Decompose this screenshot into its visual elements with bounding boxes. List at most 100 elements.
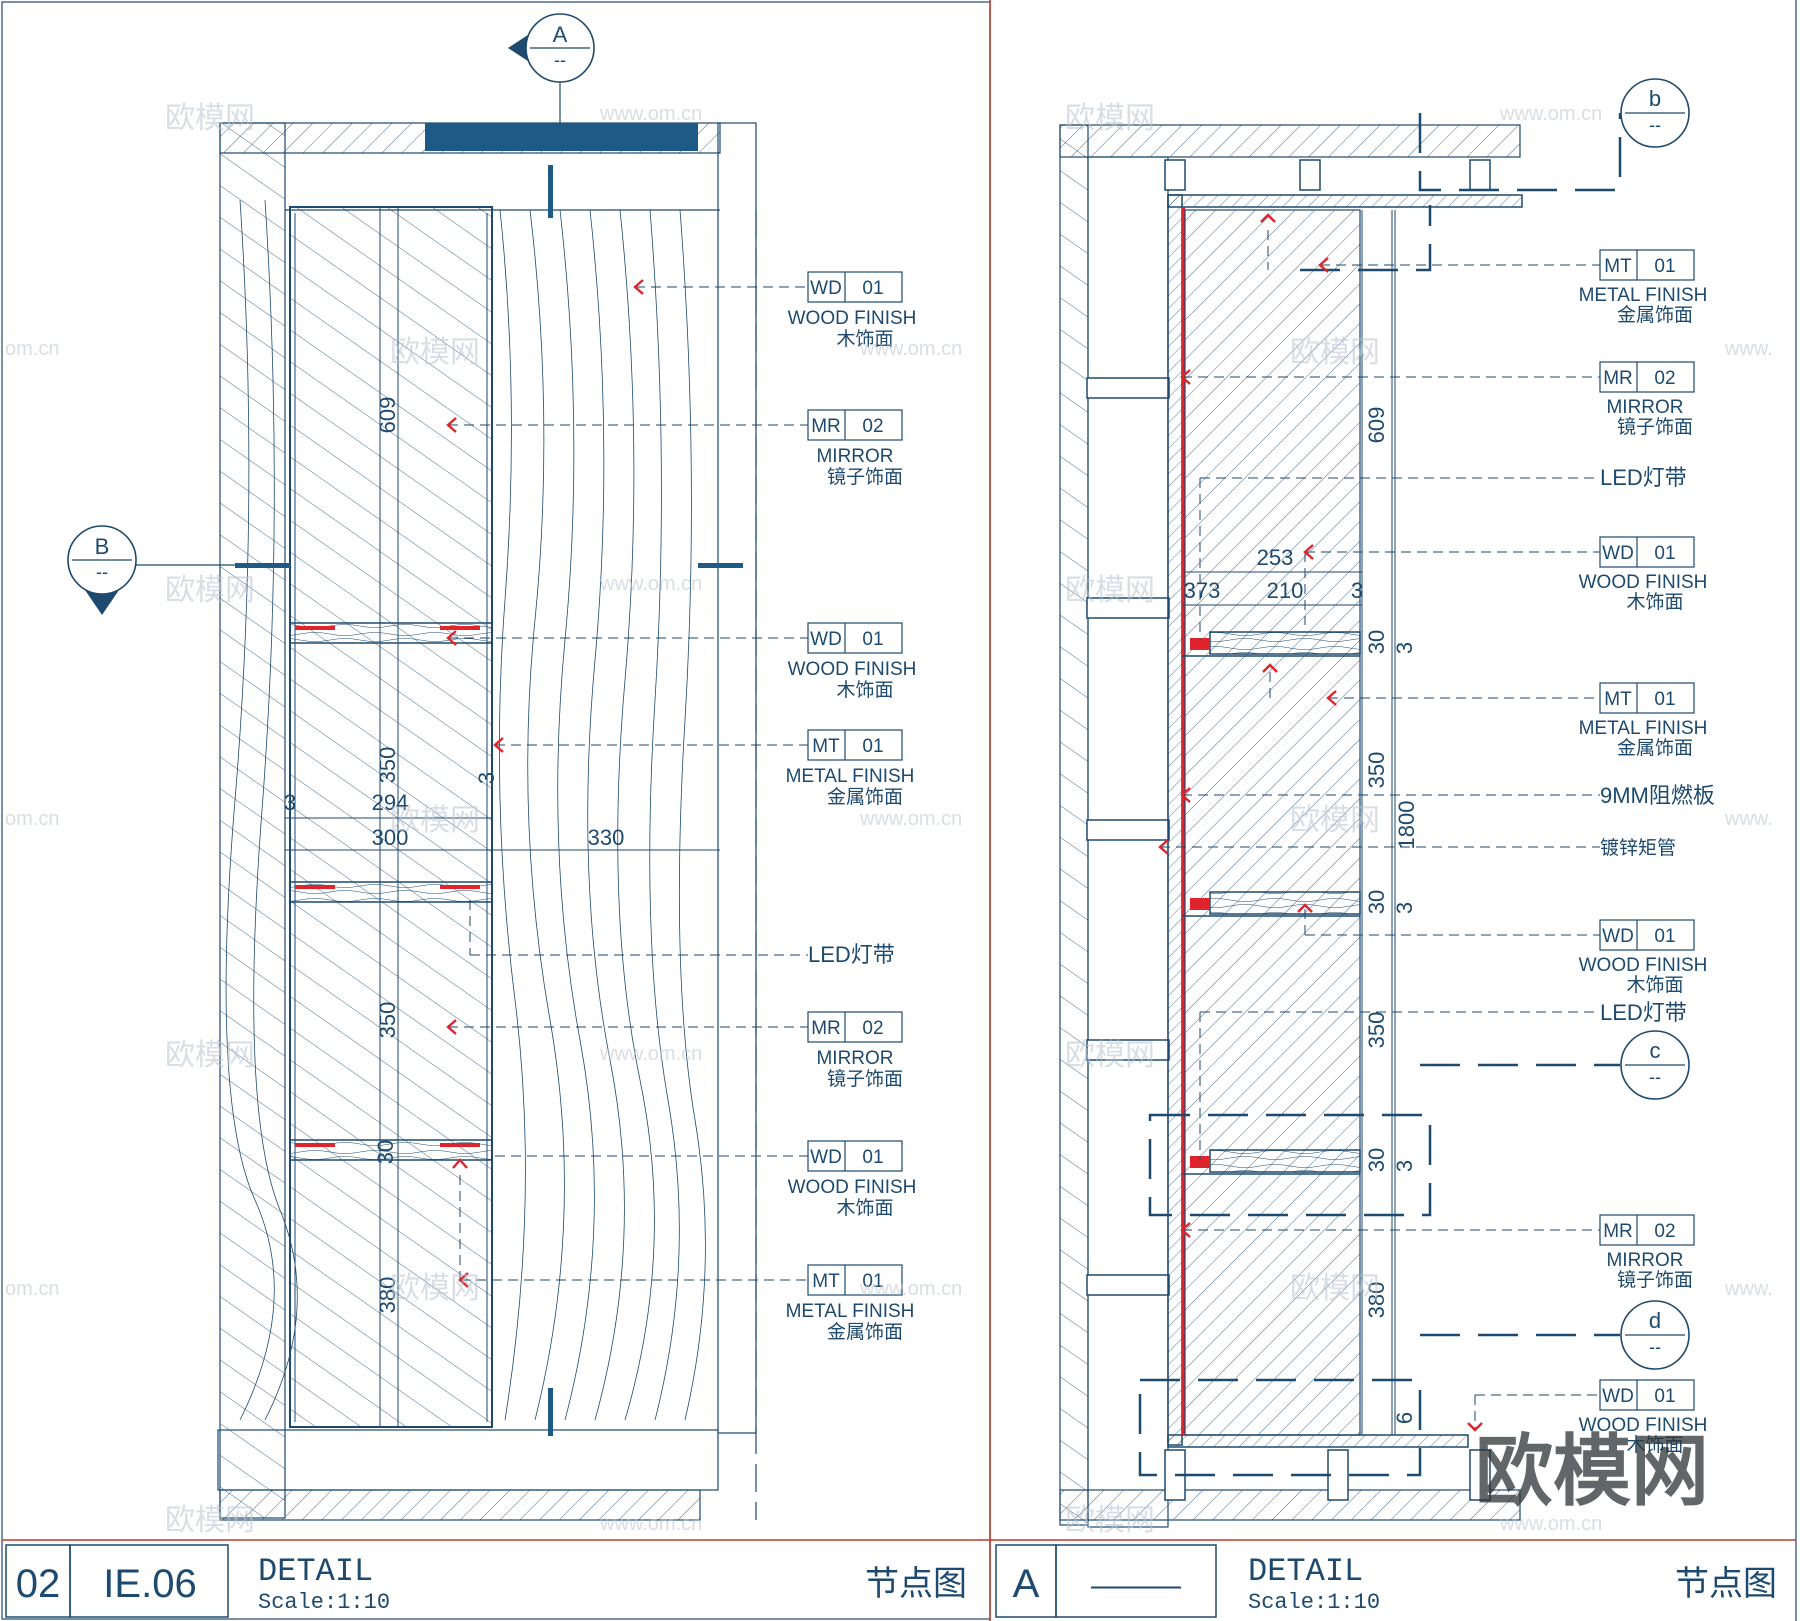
- watermark-logo: 欧模网: [1290, 1272, 1380, 1305]
- r-dim-3-b: 3: [1392, 902, 1417, 914]
- r-dim-3-a: 3: [1392, 642, 1417, 654]
- dim-3-left: 3: [284, 790, 296, 815]
- callout-number: 02: [1654, 368, 1675, 389]
- marker-c-letter: c: [1650, 1038, 1661, 1063]
- title-right-cn: 节点图: [1675, 1565, 1777, 1603]
- callout-code: MR: [811, 416, 841, 437]
- right-leader-arrows: [1158, 213, 1483, 1432]
- title-left-sheet: IE.06: [103, 1562, 196, 1606]
- callout-english: MIRROR: [816, 446, 893, 467]
- callout-chinese: 镜子饰面: [827, 1068, 903, 1090]
- section-marker-c: c --: [1620, 1030, 1690, 1100]
- section-marker-a: A --: [508, 13, 595, 125]
- watermark-logo: 欧模网: [390, 1272, 480, 1305]
- marker-a-letter: A: [553, 22, 568, 47]
- left-callout-8: MT 01 METAL FINISH 金属饰面: [786, 1264, 914, 1343]
- callout-code: MT: [1604, 256, 1632, 277]
- marker-d-sub: --: [1649, 1337, 1661, 1357]
- callout-chinese: 金属饰面: [1617, 304, 1693, 326]
- callout-code: MT: [812, 736, 840, 757]
- r-dim-350-upper: 350: [1364, 752, 1389, 789]
- callout-chinese: 木饰面: [1626, 1434, 1683, 1456]
- callout-code: WD: [1602, 543, 1634, 564]
- r-dim-350-lower: 350: [1364, 1012, 1389, 1049]
- title-right-number: A: [1013, 1562, 1040, 1606]
- callout-chinese: 金属饰面: [827, 786, 903, 808]
- watermark-url-fragment: om.cn: [5, 808, 59, 830]
- callout-code: MR: [1603, 1221, 1633, 1242]
- r-dim-210: 210: [1267, 578, 1304, 603]
- callout-english: METAL FINISH: [1579, 285, 1708, 306]
- r-dim-1800: 1800: [1394, 801, 1419, 850]
- watermark-url: www.om.cn: [599, 573, 702, 595]
- left-elevation-detail: 609 350 350 380 3 294 3 300 330 30 A --: [67, 13, 917, 1521]
- watermarks: 欧模网 欧模网 欧模网 欧模网 欧模网 欧模网 欧模网 欧模网 欧模网 欧模网 …: [5, 102, 1773, 1537]
- callout-number: 01: [1654, 543, 1675, 564]
- r-dim-380: 380: [1364, 1282, 1389, 1319]
- right-callout-5: MT 01 METAL FINISH 金属饰面: [1579, 682, 1708, 759]
- left-callout-7: WD 01 WOOD FINISH 木饰面: [788, 1140, 917, 1219]
- watermark-url-fragment: www.: [1724, 808, 1773, 830]
- watermark-url-fragment: www.: [1724, 1278, 1773, 1300]
- left-dimension-lines: [285, 207, 720, 1427]
- detail-bubbles: [1138, 113, 1622, 1477]
- callout-code: WD: [1602, 1386, 1634, 1407]
- callout-chinese: 木饰面: [1626, 974, 1683, 996]
- r-dim-30-b: 30: [1364, 890, 1389, 914]
- dim-30: 30: [373, 1140, 398, 1164]
- section-marker-b-small: b --: [1620, 78, 1690, 148]
- watermark-logo: 欧模网: [390, 804, 480, 837]
- dim-300: 300: [372, 825, 409, 850]
- mirror-panel: [289, 206, 493, 1428]
- callout-english: WOOD FINISH: [1579, 955, 1708, 976]
- watermark-logo: 欧模网: [1065, 1039, 1155, 1072]
- r-dim-30-a: 30: [1364, 630, 1389, 654]
- callout-code: WD: [810, 278, 842, 299]
- marker-c-sub: --: [1649, 1067, 1661, 1087]
- callout-english: WOOD FINISH: [788, 1177, 917, 1198]
- title-block-left: 02 IE.06 DETAIL Scale:1:10 节点图: [2, 1539, 990, 1618]
- r-dim-253: 253: [1257, 545, 1294, 570]
- marker-b-small-sub: --: [1649, 115, 1661, 135]
- callout-code: MT: [812, 1271, 840, 1292]
- callout-number: 01: [1654, 1386, 1675, 1407]
- callout-plain: 9MM阻燃板: [1600, 783, 1715, 808]
- r-dim-30-c: 30: [1364, 1148, 1389, 1172]
- watermark-logo: 欧模网: [165, 1504, 255, 1537]
- watermark-logo: 欧模网: [1065, 102, 1155, 135]
- watermark-url: www.om.cn: [859, 338, 962, 360]
- callout-chinese: 木饰面: [836, 1197, 893, 1219]
- callout-number: 02: [862, 416, 883, 437]
- r-dim-3: 3: [1351, 578, 1363, 603]
- title-left-scale: Scale:1:10: [258, 1590, 390, 1615]
- watermark-logo: 欧模网: [1065, 574, 1155, 607]
- marker-b-sub: --: [96, 562, 108, 582]
- watermark-url: www.om.cn: [599, 1513, 702, 1535]
- dim-380: 380: [375, 1277, 400, 1314]
- right-callout-10: MR 02 MIRROR 镜子饰面: [1599, 1214, 1695, 1291]
- callout-english: WOOD FINISH: [1579, 572, 1708, 593]
- watermark-url-fragment: om.cn: [5, 1278, 59, 1300]
- r-dim-373: 373: [1184, 578, 1221, 603]
- dim-330: 330: [588, 825, 625, 850]
- title-right-title: DETAIL: [1248, 1553, 1363, 1590]
- section-marker-b: B --: [67, 525, 743, 615]
- callout-plain: 镀锌矩管: [1600, 837, 1676, 859]
- title-left-title: DETAIL: [258, 1553, 373, 1590]
- callout-english: METAL FINISH: [786, 766, 915, 787]
- callout-english: METAL FINISH: [1579, 718, 1708, 739]
- right-mirror-zone: [1184, 209, 1361, 1436]
- watermark-logo: 欧模网: [1065, 1504, 1155, 1537]
- watermark-url: www.om.cn: [859, 1278, 962, 1300]
- right-leader-lines: [1160, 230, 1600, 1430]
- right-callout-4: WD 01 WOOD FINISH 木饰面: [1579, 536, 1708, 613]
- left-wood-grain-field: [225, 199, 706, 1421]
- watermark-url: www.om.cn: [859, 808, 962, 830]
- r-dim-3-c: 3: [1392, 1160, 1417, 1172]
- left-callout-2: MR 02 MIRROR 镜子饰面: [807, 409, 903, 488]
- watermark-url-fragment: om.cn: [5, 338, 59, 360]
- right-callout-3: LED灯带: [1600, 465, 1687, 490]
- callout-english: WOOD FINISH: [788, 308, 917, 329]
- right-shelves: [1182, 631, 1361, 1175]
- callout-chinese: 木饰面: [1626, 591, 1683, 613]
